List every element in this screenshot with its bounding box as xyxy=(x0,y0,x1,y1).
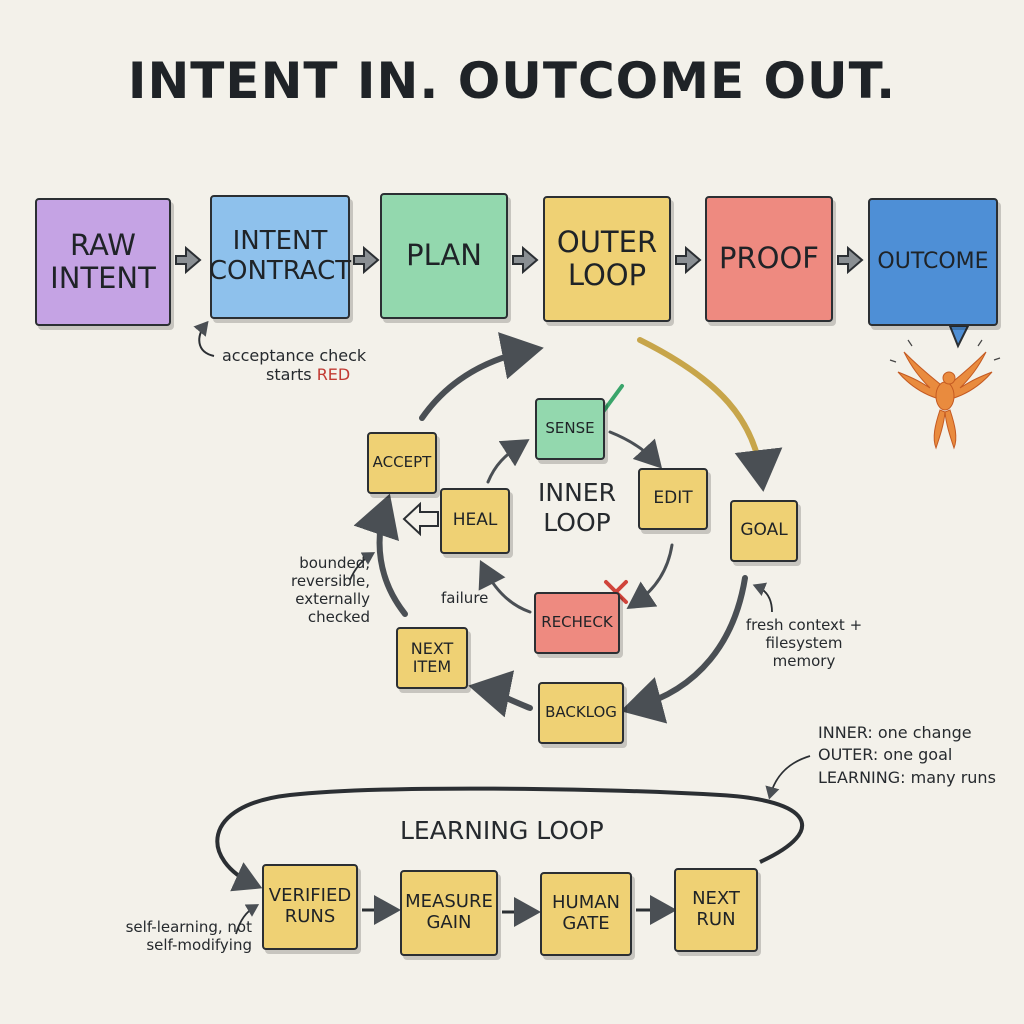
acceptance-note-line1: acceptance check xyxy=(222,346,367,365)
recheck-box: RECHECK xyxy=(534,592,620,654)
phoenix-sparkles xyxy=(889,339,1001,363)
acceptance-curl xyxy=(193,320,215,357)
arrow-outer-to-proof xyxy=(675,245,702,275)
learning-loop-label: LEARNING LOOP xyxy=(400,816,604,845)
backlog-box: BACKLOG xyxy=(538,682,624,744)
acceptance-note: acceptance check starts RED xyxy=(222,346,366,384)
bounded-pointer xyxy=(349,552,376,581)
page-title: INTENT IN. OUTCOME OUT. xyxy=(127,52,897,110)
goal-box: GOAL xyxy=(730,500,798,562)
legend-pointer xyxy=(765,755,811,800)
arrow-edit-to-recheck xyxy=(626,543,674,609)
self-learning-note: self-learning, not self-modifying xyxy=(125,918,252,954)
arrow-recheck-to-heal xyxy=(478,559,532,614)
legend-outer: OUTER: one goal xyxy=(818,745,953,765)
fresh-context-note: fresh context + filesystem memory xyxy=(745,616,863,670)
fresh-context-pointer xyxy=(752,582,773,613)
outcome-bubble-tail xyxy=(948,325,970,349)
arrow-accept-to-outer xyxy=(419,332,544,421)
failure-label: failure xyxy=(441,589,489,607)
arrow-outer-to-goal xyxy=(637,337,783,492)
arrow-backlog-to-next xyxy=(468,670,533,718)
edit-box: EDIT xyxy=(638,468,708,530)
arrow-goal-to-backlog xyxy=(620,575,748,724)
sense-box: SENSE xyxy=(535,398,605,460)
outer-loop-box: OUTER LOOP xyxy=(543,196,671,322)
legend-learning: LEARNING: many runs xyxy=(818,767,996,787)
phoenix-icon xyxy=(897,351,993,450)
outcome-box: OUTCOME xyxy=(868,198,998,326)
inner-loop-label: INNER LOOP xyxy=(538,478,616,537)
arrow-heal-to-sense xyxy=(486,439,530,484)
plan-box: PLAN xyxy=(380,193,508,319)
intent-contract-box: INTENT CONTRACT xyxy=(209,195,351,319)
raw-intent-box: RAW INTENT xyxy=(35,198,171,326)
acceptance-note-prefix: starts xyxy=(266,365,317,385)
next-run-box: NEXT RUN xyxy=(674,868,758,952)
measure-gain-box: MEASURE GAIN xyxy=(400,870,498,956)
verified-runs-box: VERIFIED RUNS xyxy=(262,864,358,950)
acceptance-note-red: RED xyxy=(316,365,351,385)
arrow-next-to-accept xyxy=(353,493,408,617)
arrow-plan-to-outer xyxy=(512,245,539,275)
heal-box: HEAL xyxy=(440,488,510,554)
loop-legend: INNER: one change OUTER: one goal LEARNI… xyxy=(818,722,996,789)
legend-inner: INNER: one change xyxy=(818,723,972,742)
human-gate-box: HUMAN GATE xyxy=(540,872,632,956)
self-learning-pointer xyxy=(235,904,260,935)
arrow-contract-to-plan xyxy=(353,245,380,275)
arrow-sense-to-edit xyxy=(608,430,663,469)
accept-box: ACCEPT xyxy=(367,432,437,494)
bounded-note: bounded, reversible, externally checked xyxy=(290,554,370,626)
arrow-proof-to-outcome xyxy=(837,245,864,275)
arrow-raw-to-contract xyxy=(175,245,202,275)
next-item-box: NEXT ITEM xyxy=(396,627,468,689)
proof-box: PROOF xyxy=(705,196,833,322)
pipeline-arrows xyxy=(175,245,864,275)
arrow-heal-to-accept xyxy=(402,501,439,537)
learning-loop-arc xyxy=(215,786,805,892)
